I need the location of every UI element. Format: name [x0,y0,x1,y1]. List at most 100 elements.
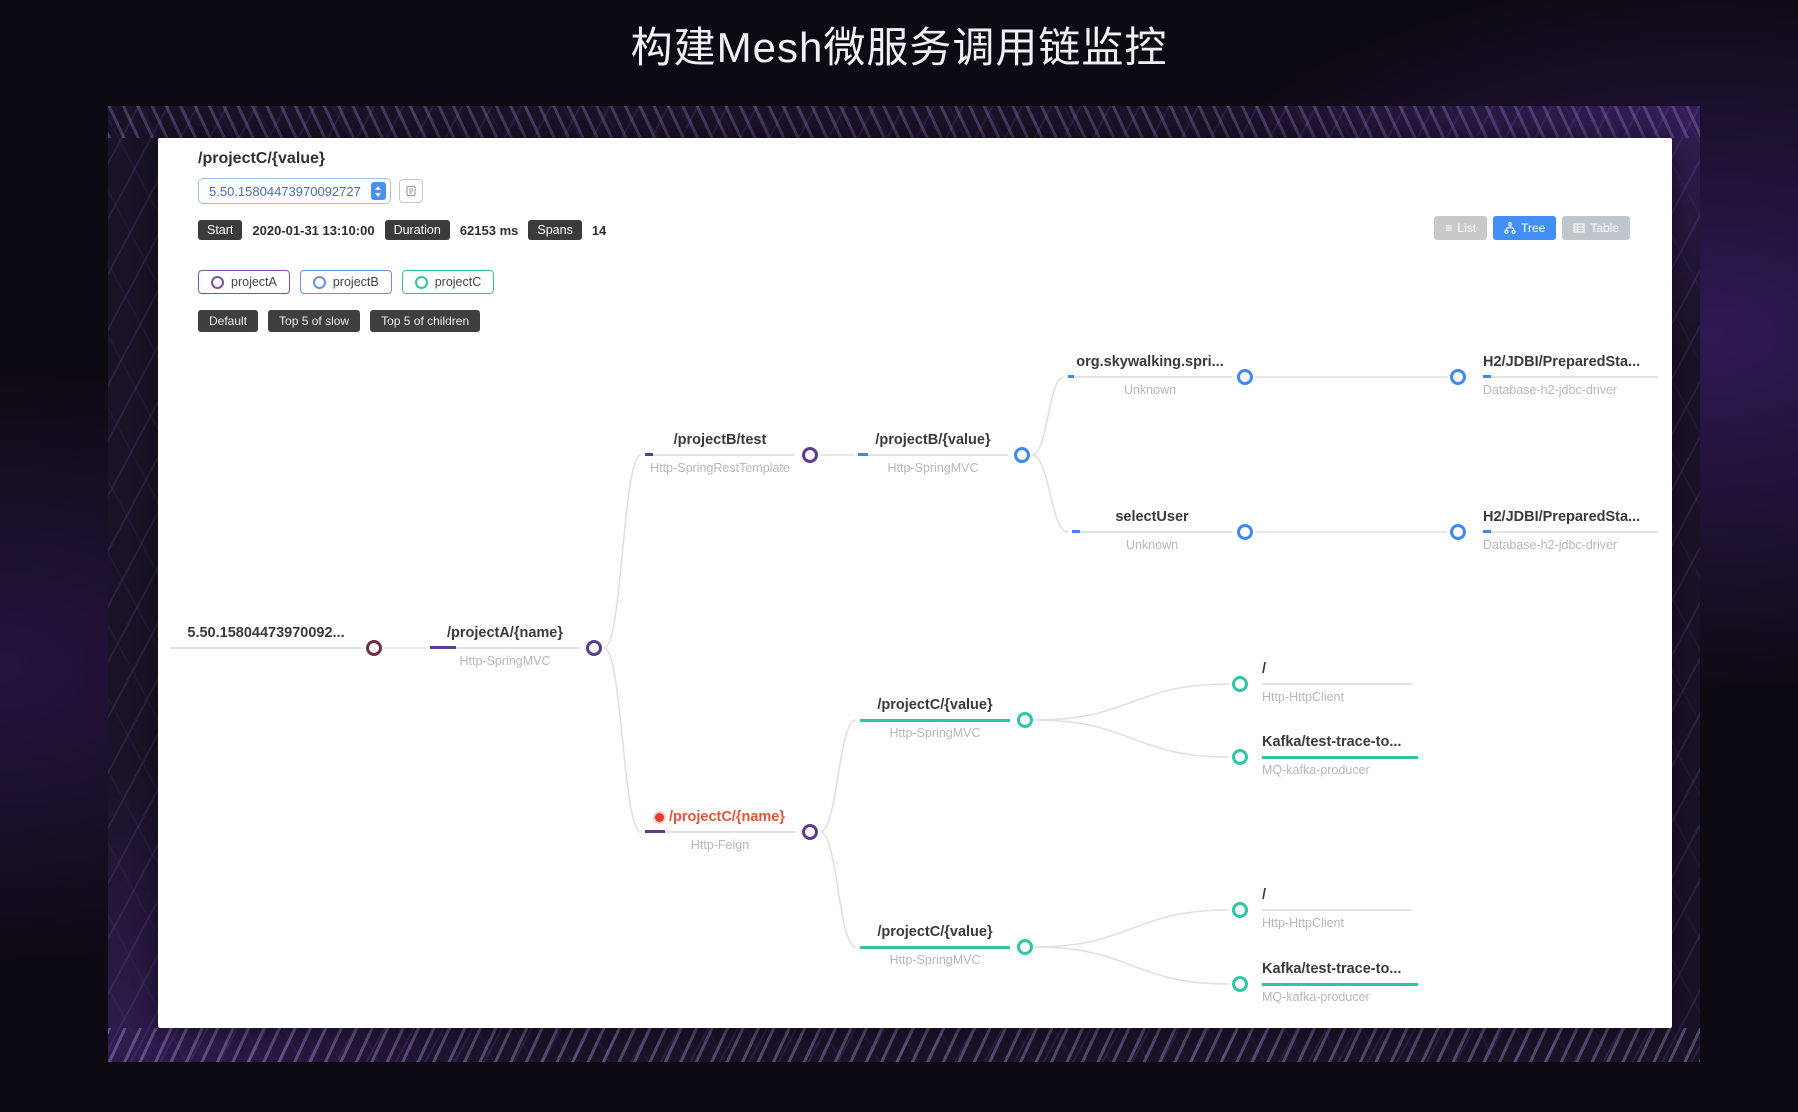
span-component: MQ-kafka-producer [1262,763,1370,777]
span-title-h2-prepared-2[interactable]: H2/JDBI/PreparedSta... [1483,507,1658,527]
filter-top5-slow-button[interactable]: Top 5 of slow [268,310,361,332]
span-duration-line [858,454,1008,456]
span-title-kafka-2[interactable]: Kafka/test-trace-to... [1262,959,1418,979]
span-component: Http-SpringMVC [459,654,551,668]
span-duration-line [1483,531,1658,533]
span-duration-line [1072,531,1232,533]
span-node-httpclient-2[interactable] [1232,902,1248,918]
span-title-projectC-value-2[interactable]: /projectC/{value} [860,922,1010,942]
span-title-httpclient-2[interactable]: / [1262,885,1412,905]
trace-meta: Start 2020-01-31 13:10:00 Duration 62153… [198,220,606,240]
span-title-projectC-value-1[interactable]: /projectC/{value} [860,695,1010,715]
tree-icon [1504,222,1516,234]
trace-id-select[interactable]: 5.50.15804473970092727 [198,178,391,204]
list-view-button[interactable]: ≡ List [1434,216,1488,240]
span-duration-tick [1483,530,1491,533]
span-component: Http-HttpClient [1262,916,1344,930]
span-title-select-user[interactable]: selectUser [1072,507,1232,527]
legend-chip-label: projectC [434,275,482,289]
table-view-label: Table [1590,221,1619,235]
span-title-text: 5.50.15804473970092... [187,625,345,641]
span-duration-line [860,719,1010,722]
span-duration-line [860,946,1010,949]
duration-value: 62153 ms [459,222,519,238]
tree-view-button[interactable]: Tree [1493,216,1557,240]
span-duration-line [1262,909,1412,911]
span-node-h2-prepared-1[interactable] [1450,369,1466,385]
span-node-select-user[interactable] [1237,524,1253,540]
span-node-httpclient-1[interactable] [1232,676,1248,692]
endpoint-title: /projectC/{value} [198,150,326,167]
arrow-down-icon [375,192,382,197]
span-duration-line [1262,756,1418,759]
background-stripes-top [108,106,1700,138]
span-duration-tick [858,453,868,456]
span-title-skywalking-span[interactable]: org.skywalking.spri... [1068,352,1232,372]
service-ring-icon [211,275,224,289]
span-component: Http-SpringMVC [887,461,979,475]
span-duration-line [645,831,795,833]
spans-badge: Spans [528,220,582,240]
span-component: Database-h2-jdbc-driver [1483,383,1618,397]
legend-chip-label: projectB [332,275,379,289]
span-duration-tick [430,646,456,649]
span-title-httpclient-1[interactable]: / [1262,659,1412,679]
span-node-kafka-2[interactable] [1232,976,1248,992]
span-title-kafka-1[interactable]: Kafka/test-trace-to... [1262,732,1418,752]
span-duration-line [645,454,795,456]
trace-id-value: 5.50.15804473970092727 [209,183,361,199]
span-duration-line [1262,683,1412,685]
copy-trace-id-button[interactable] [398,179,423,203]
span-title-text: H2/JDBI/PreparedSta... [1483,509,1641,525]
span-component: Unknown [1123,383,1177,397]
span-node-projectC-value-2[interactable] [1017,939,1033,955]
filter-top5-children-button[interactable]: Top 5 of children [370,310,481,332]
legend-chip-label: projectA [231,275,277,289]
span-component: Http-SpringMVC [889,726,981,740]
span-node-trace-root[interactable] [366,640,382,656]
legend-chip-projectB[interactable]: projectB [299,270,392,294]
span-node-skywalking-span[interactable] [1237,369,1253,385]
table-view-button[interactable]: Table [1562,216,1630,240]
legend-chip-projectA[interactable]: projectA [198,270,290,294]
span-title-text: org.skywalking.spri... [1076,354,1224,370]
span-title-trace-root[interactable]: 5.50.15804473970092... [170,623,362,643]
span-node-projectC-name[interactable] [802,824,818,840]
span-title-h2-prepared-1[interactable]: H2/JDBI/PreparedSta... [1483,352,1658,372]
filter-default-button[interactable]: Default [198,310,259,332]
span-title-text: /projectB/test [673,432,767,448]
start-value: 2020-01-31 13:10:00 [252,222,375,238]
span-component: Http-Feign [690,838,750,852]
span-node-h2-prepared-2[interactable] [1450,524,1466,540]
legend-chip-projectC[interactable]: projectC [401,270,495,294]
span-title-text: / [1262,661,1267,677]
span-duration-line [430,647,580,649]
trace-panel: /projectC/{value} 5.50.15804473970092727… [158,138,1672,1028]
span-duration-line [170,647,362,649]
span-node-projectB-test[interactable] [802,447,818,463]
span-title-text: /projectA/{name} [446,625,564,641]
span-duration-tick [645,830,665,833]
span-title-text: Kafka/test-trace-to... [1262,734,1402,750]
span-node-projectA-name[interactable] [586,640,602,656]
span-component: MQ-kafka-producer [1262,990,1370,1004]
table-icon [1573,223,1585,233]
span-title-projectB-test[interactable]: /projectB/test [645,430,795,450]
span-node-kafka-1[interactable] [1232,749,1248,765]
span-title-projectC-name[interactable]: /projectC/{name} [645,807,795,827]
slide-title: 构建Mesh微服务调用链监控 [630,24,1168,71]
span-duration-tick [1072,530,1080,533]
span-title-projectB-value[interactable]: /projectB/{value} [858,430,1008,450]
span-duration-tick [1068,375,1074,378]
service-legend: projectA projectB projectC [198,270,495,294]
span-component: Unknown [1125,538,1179,552]
filter-row: Default Top 5 of slow Top 5 of children [198,310,481,332]
start-badge: Start [198,220,243,240]
service-ring-icon [414,275,428,289]
clipboard-icon [406,185,416,197]
span-node-projectC-value-1[interactable] [1017,712,1033,728]
span-title-projectA-name[interactable]: /projectA/{name} [430,623,580,643]
span-component: Http-HttpClient [1262,690,1344,704]
span-component: Http-SpringMVC [889,953,981,967]
span-node-projectB-value[interactable] [1014,447,1030,463]
